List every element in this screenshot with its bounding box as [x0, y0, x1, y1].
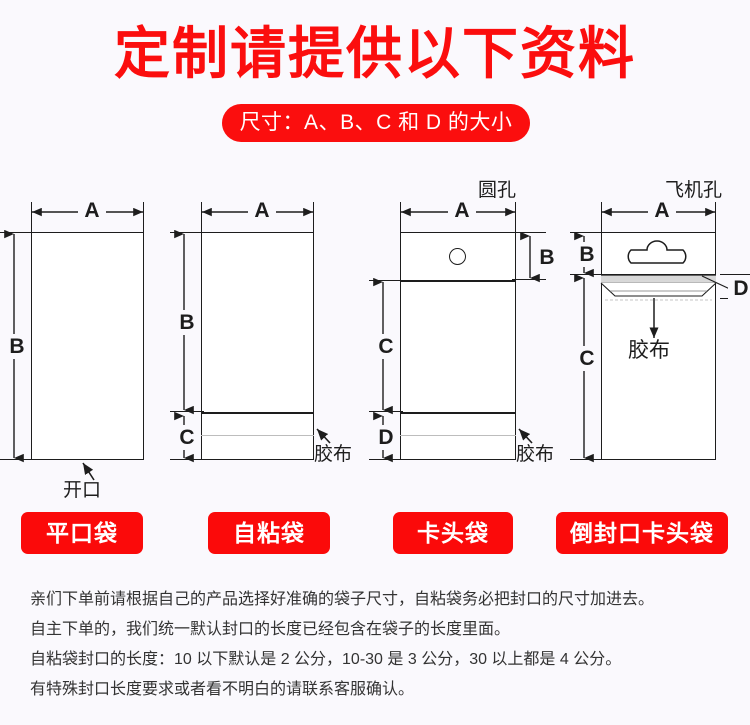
dim-label-a: A: [648, 198, 676, 223]
body-witness-bottom: [570, 459, 604, 461]
flap-witness-bottom: [170, 459, 204, 461]
head-witness-top: [512, 232, 546, 234]
width-witness-right: [715, 202, 717, 234]
head-witness-bottom: [512, 279, 546, 281]
notes-block: 亲们下单前请根据自己的产品选择好准确的袋子尺寸，自粘袋务必把封口的尺寸加进去。 …: [30, 585, 730, 705]
airplane-hole-icon: [627, 240, 687, 264]
width-witness-left: [201, 202, 203, 234]
diagram-self-adhesive-pouch: A B C 胶布: [170, 168, 380, 498]
dim-label-b: B: [573, 242, 601, 267]
dim-label-d: D: [728, 276, 750, 301]
dim-label-c: C: [173, 425, 201, 450]
body-witness-bottom: [369, 411, 403, 413]
round-hole-icon: [449, 248, 466, 265]
bag-body: [400, 232, 516, 460]
seal-depth-witness-top: [720, 274, 750, 276]
width-witness-right: [313, 202, 315, 234]
seal-fold-line: [400, 412, 516, 414]
subtitle-badge: 尺寸：A、B、C 和 D 的大小: [222, 104, 530, 142]
callout-tape: 胶布: [628, 339, 670, 362]
dim-label-b: B: [533, 245, 561, 270]
tape-callout-arrow: [518, 428, 533, 444]
bag-body: [31, 232, 144, 460]
dim-label-c: C: [372, 334, 400, 359]
body-witness-top: [170, 232, 204, 234]
height-witness-bottom: [0, 459, 34, 461]
dim-label-a: A: [248, 198, 276, 223]
tag-self-adhesive-pouch[interactable]: 自粘袋: [208, 512, 330, 554]
diagram-row: A B: [0, 168, 750, 501]
tag-reverse-seal-pouch[interactable]: 倒封口卡头袋: [556, 512, 728, 554]
dim-label-c: C: [573, 346, 601, 371]
note-line: 自主下单的，我们统一默认封口的长度已经包含在袋子的长度里面。: [30, 621, 511, 638]
callout-opening: 开口: [63, 480, 102, 501]
width-witness-right: [143, 202, 145, 234]
note-line: 亲们下单前请根据自己的产品选择好准确的袋子尺寸，自粘袋务必把封口的尺寸加进去。: [30, 591, 655, 608]
head-witness-top: [570, 232, 604, 234]
bag-body: [601, 232, 716, 460]
body-witness-top: [369, 280, 403, 282]
seal-fold-line: [201, 412, 314, 414]
body-witness-mid: [170, 411, 204, 413]
width-witness-right: [515, 202, 517, 234]
dim-label-d: D: [372, 425, 400, 450]
width-witness-left: [400, 202, 402, 234]
callout-tape: 胶布: [516, 444, 555, 465]
dim-label-b: B: [173, 310, 201, 335]
width-witness-left: [601, 202, 603, 234]
tag-flat-pouch[interactable]: 平口袋: [21, 512, 143, 554]
diagram-reverse-seal-pouch: 飞机孔 A B C: [570, 168, 750, 498]
note-line: 自粘袋封口的长度：10 以下默认是 2 公分，10-30 是 3 公分，30 以…: [30, 651, 622, 668]
reverse-seal-flap: [600, 274, 717, 301]
bag-body: [201, 232, 314, 460]
tag-header-card-pouch[interactable]: 卡头袋: [393, 512, 513, 554]
dim-label-b: B: [3, 334, 31, 359]
header-card-line: [400, 280, 516, 282]
diagram-flat-pouch: A B: [0, 168, 190, 501]
adhesive-strip-line: [201, 435, 314, 437]
page-title: 定制请提供以下资料: [114, 22, 636, 85]
adhesive-strip-line: [400, 435, 516, 437]
height-witness-top: [0, 232, 34, 234]
label-airplane-hole: 飞机孔: [665, 180, 723, 201]
flap-witness-bottom: [369, 459, 403, 461]
label-round-hole: 圆孔: [478, 180, 517, 201]
dim-label-a: A: [448, 198, 476, 223]
width-witness-left: [31, 202, 33, 234]
opening-callout-arrow: [82, 462, 95, 481]
dim-label-a: A: [78, 198, 106, 223]
note-line: 有特殊封口长度要求或者看不明白的请联系客服确认。: [30, 681, 415, 698]
category-tag-row: 平口袋 自粘袋 卡头袋 倒封口卡头袋: [0, 512, 750, 558]
head-dimension-arrow: [520, 231, 540, 283]
callout-tape: 胶布: [314, 444, 353, 465]
diagram-header-card-pouch: 圆孔 A B C: [369, 168, 570, 498]
tape-callout-arrow: [316, 428, 331, 444]
tape-callout-arrow: [649, 298, 659, 338]
